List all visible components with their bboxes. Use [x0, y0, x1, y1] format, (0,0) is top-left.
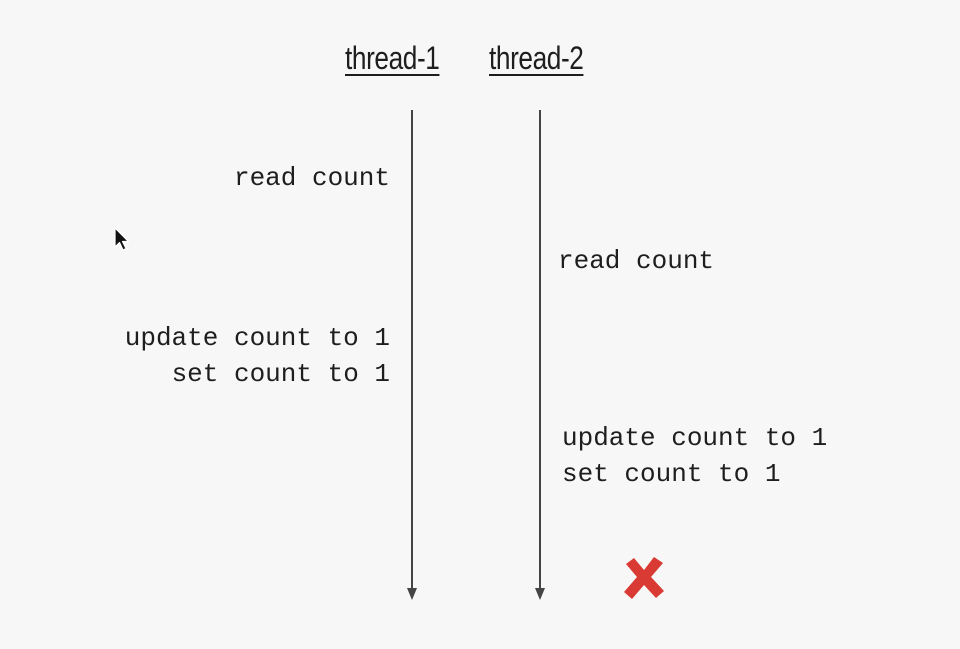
thread-1-timeline [407, 110, 417, 600]
thread-2-set-event: set count to 1 [562, 459, 781, 489]
thread-1-header: thread-1 [345, 40, 440, 76]
thread-1-read-event: read count [233, 163, 390, 193]
mouse-pointer-icon [114, 227, 130, 251]
thread-1-update-event: update count to 1 [124, 323, 390, 353]
thread-1-set-event: set count to 1 [171, 359, 390, 389]
thread-2-read-event: read count [558, 246, 715, 276]
thread-2-timeline [535, 110, 545, 600]
red-x-icon [624, 557, 664, 599]
thread-2-update-event: update count to 1 [562, 423, 828, 453]
thread-2-header: thread-2 [489, 40, 584, 76]
